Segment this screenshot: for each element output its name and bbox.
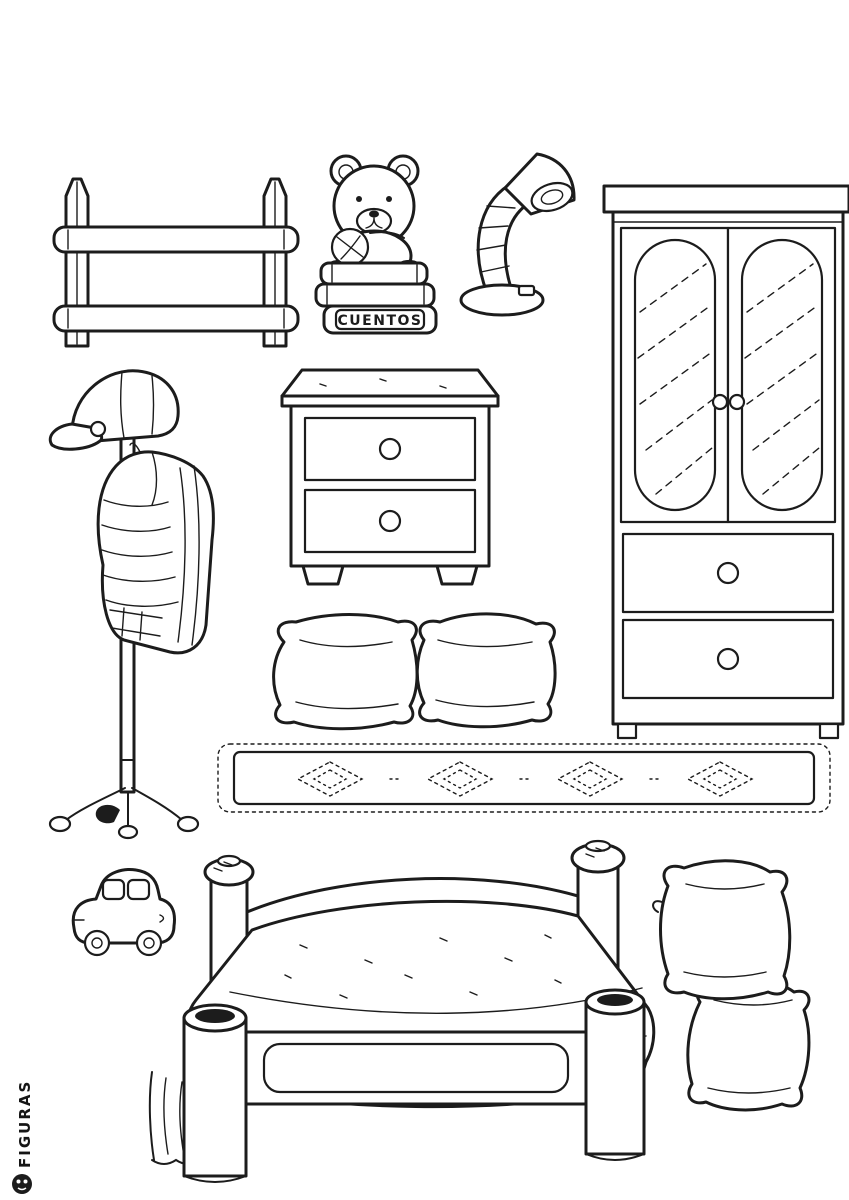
- wardrobe-foot-left: [616, 722, 638, 740]
- drawer-knob: [716, 647, 740, 671]
- cap: [48, 369, 180, 451]
- drawer-knob: [378, 437, 402, 461]
- lamp-switch: [517, 284, 536, 297]
- stacked-pillow-top: [659, 859, 792, 1001]
- watermark-text: FIGURAS: [16, 1080, 34, 1168]
- nightstand-drawer-top: [303, 416, 477, 482]
- nightstand-foot-left: [301, 564, 345, 586]
- wardrobe-cornice: [602, 184, 849, 214]
- rack-scroll: [95, 804, 120, 824]
- wall-shelf: [52, 177, 300, 348]
- coat-rack: [48, 369, 215, 840]
- book-stack: CUENTOS: [314, 261, 438, 335]
- rug-border: [232, 750, 816, 806]
- footboard: [182, 988, 646, 1183]
- toy-car: [71, 868, 176, 957]
- mirror-left: [633, 238, 717, 512]
- cap-button: [89, 420, 107, 438]
- pillow-right: [415, 612, 557, 729]
- car-window-left: [101, 878, 126, 901]
- nightstand-foot-right: [435, 564, 479, 586]
- nightstand-drawer-bottom: [303, 488, 477, 554]
- wardrobe-foot-right: [818, 722, 840, 740]
- car-wheel-right: [135, 929, 163, 957]
- wardrobe: [602, 184, 849, 740]
- mirror-right: [740, 238, 824, 512]
- book-title: CUENTOS: [338, 313, 423, 329]
- book-label: [334, 308, 426, 331]
- drawer-knob: [378, 509, 402, 533]
- nightstand: [280, 368, 500, 586]
- car-window-right: [126, 878, 151, 901]
- desk-lamp: [459, 152, 576, 317]
- figuras-logo-icon: [12, 1174, 32, 1194]
- door-knob-left: [711, 393, 729, 411]
- car-wheel-left: [83, 929, 111, 957]
- vest: [96, 442, 215, 655]
- watermark: FIGURAS: [12, 1080, 34, 1194]
- stacked-pillows: [652, 859, 811, 1112]
- drawer-knob: [716, 561, 740, 585]
- pillow-left: [272, 613, 419, 731]
- door-knob-right: [728, 393, 746, 411]
- bed: [148, 839, 656, 1183]
- rug: [217, 743, 831, 813]
